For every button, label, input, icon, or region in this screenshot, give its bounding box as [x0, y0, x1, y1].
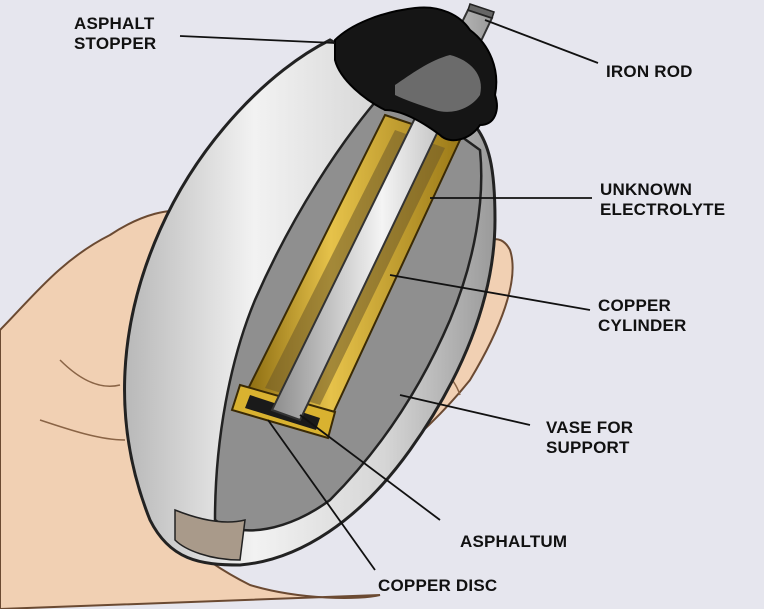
- label-iron-rod: IRON ROD: [606, 62, 693, 81]
- label-copper-disc: COPPER DISC: [378, 576, 498, 595]
- leader-vase-for-support: [399, 394, 531, 426]
- label-unknown-electrolyte: UNKNOWN ELECTROLYTE: [600, 180, 726, 219]
- leader-lines: [179, 19, 599, 571]
- leader-asphaltum: [299, 414, 441, 521]
- leader-iron-rod: [484, 19, 599, 64]
- leader-copper-cylinder: [389, 274, 591, 311]
- asphalt-stopper-shape: [334, 6, 498, 142]
- leader-copper-disc: [267, 419, 376, 571]
- label-asphalt-stopper: ASPHALT STOPPER: [74, 14, 157, 53]
- label-vase-for-support: VASE FOR SUPPORT: [546, 418, 634, 457]
- leader-asphalt-stopper: [179, 35, 336, 44]
- label-copper-cylinder: COPPER CYLINDER: [598, 296, 687, 335]
- label-asphaltum: ASPHALTUM: [460, 532, 568, 551]
